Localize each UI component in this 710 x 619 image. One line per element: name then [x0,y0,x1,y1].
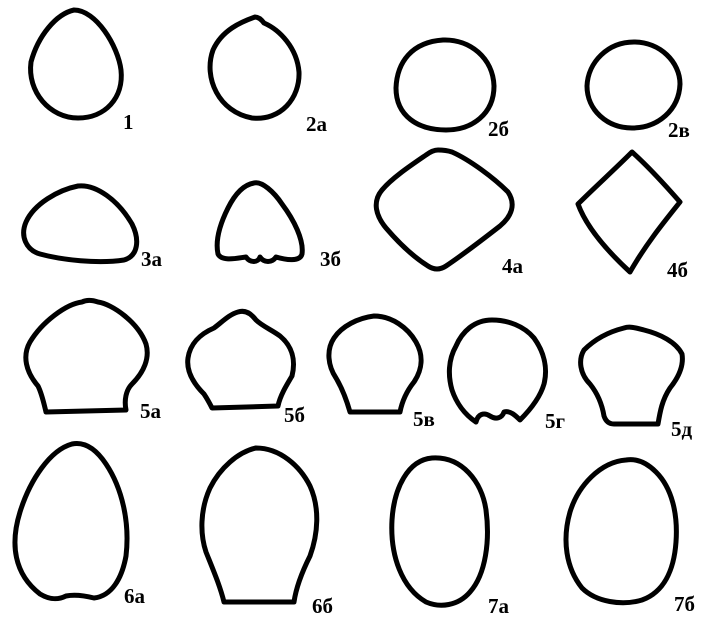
outline-4a [376,150,512,269]
label-5b: 5б [284,403,305,427]
label-4a: 4а [502,254,524,278]
outline-1 [31,10,122,118]
label-7a: 7а [488,594,510,618]
outline-7a [392,458,488,605]
label-1: 1 [123,110,134,134]
outline-5g [449,320,545,422]
outline-2a [210,17,299,118]
outline-2v [587,42,680,128]
label-2v: 2в [668,118,690,142]
label-6a: 6а [124,584,146,608]
outline-3a [24,186,137,262]
label-5g: 5г [545,409,565,433]
label-3a: 3а [141,247,163,271]
label-5d: 5д [671,417,693,441]
label-3b: 3б [320,247,341,271]
outline-5b [188,311,294,408]
outline-6a [15,444,127,599]
outline-6b [202,448,317,602]
outline-5d [581,327,683,424]
outline-2b [396,40,494,130]
label-5a: 5а [140,399,162,423]
outline-5a [26,301,147,413]
outline-4b [578,152,680,272]
outline-7b [566,460,676,603]
label-7b: 7б [674,592,695,616]
label-6b: 6б [312,594,333,618]
label-5v: 5в [413,407,435,431]
outline-3b [217,183,302,262]
outline-5v [329,316,421,412]
label-2a: 2а [306,112,328,136]
label-4b: 4б [667,258,688,282]
label-2b: 2б [488,117,509,141]
